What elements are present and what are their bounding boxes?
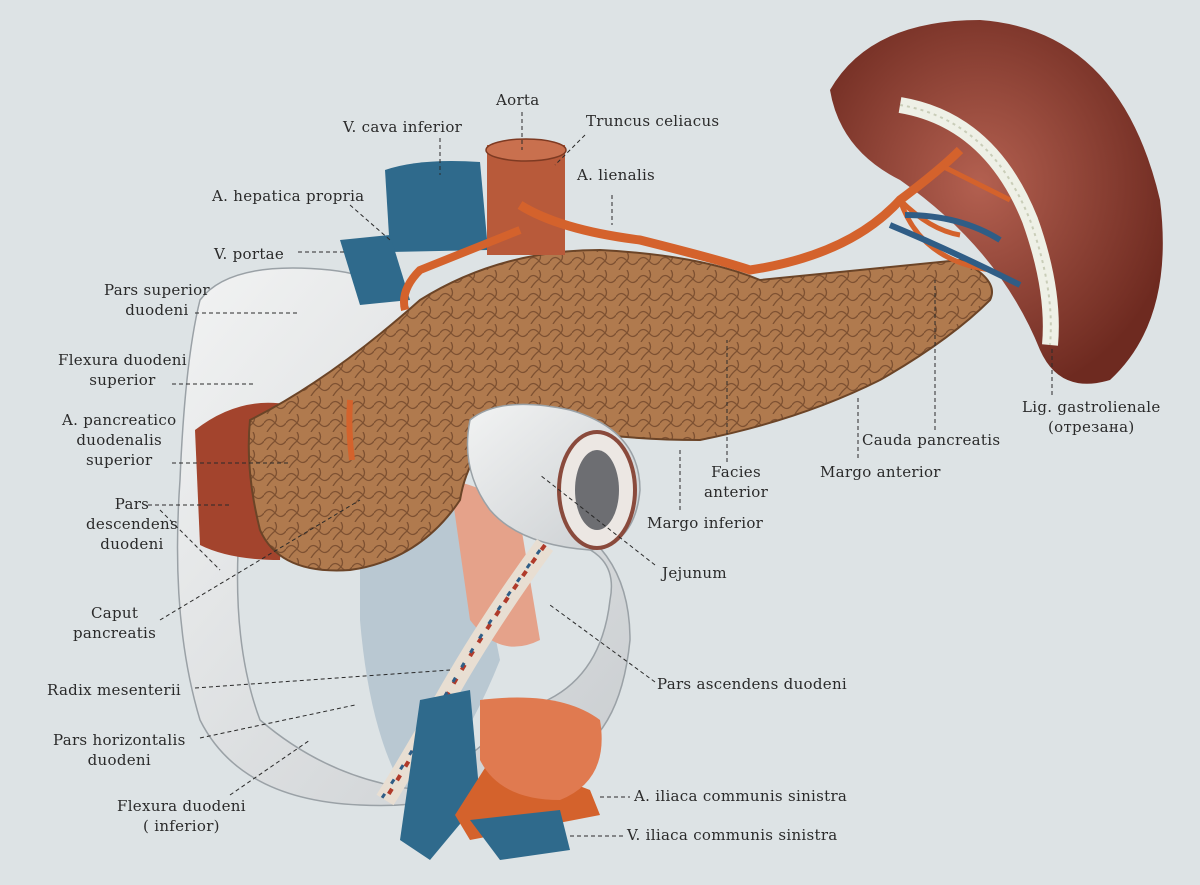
leader-lines: [148, 112, 1053, 837]
label-a-lienalis: A. lienalis: [577, 166, 656, 184]
label-aorta: Aorta: [496, 91, 540, 109]
label-margo-inferior: Margo inferior: [647, 514, 764, 532]
great-vessels: [340, 138, 1022, 461]
label-lig-gastrolienale: Lig. gastrolienale(отрезана): [1022, 398, 1161, 436]
label-a-hepatica-propria: A. hepatica propria: [212, 187, 365, 205]
label-v-iliaca-communis-sinistra: V. iliaca communis sinistra: [627, 826, 838, 844]
jejunum: [466, 403, 641, 551]
label-a-iliaca-communis-sinistra: A. iliaca communis sinistra: [634, 787, 848, 805]
spleen: [830, 20, 1163, 384]
label-flexura-duodeni-inferior: Flexura duodeni( inferior): [117, 797, 246, 835]
iliac-vessels: [400, 690, 602, 860]
label-margo-anterior: Margo anterior: [820, 463, 941, 481]
label-v-cava-inferior: V. cava inferior: [343, 118, 463, 136]
label-jejunum: Jejunum: [662, 564, 727, 582]
label-truncus-celiacus: Truncus celiacus: [586, 112, 720, 130]
label-pars-ascendens-duodeni: Pars ascendens duodeni: [657, 675, 848, 693]
label-v-portae: V. portae: [214, 245, 285, 263]
label-radix-mesenterii: Radix mesenterii: [47, 681, 182, 699]
label-cauda-pancreatis: Cauda pancreatis: [862, 431, 1001, 449]
